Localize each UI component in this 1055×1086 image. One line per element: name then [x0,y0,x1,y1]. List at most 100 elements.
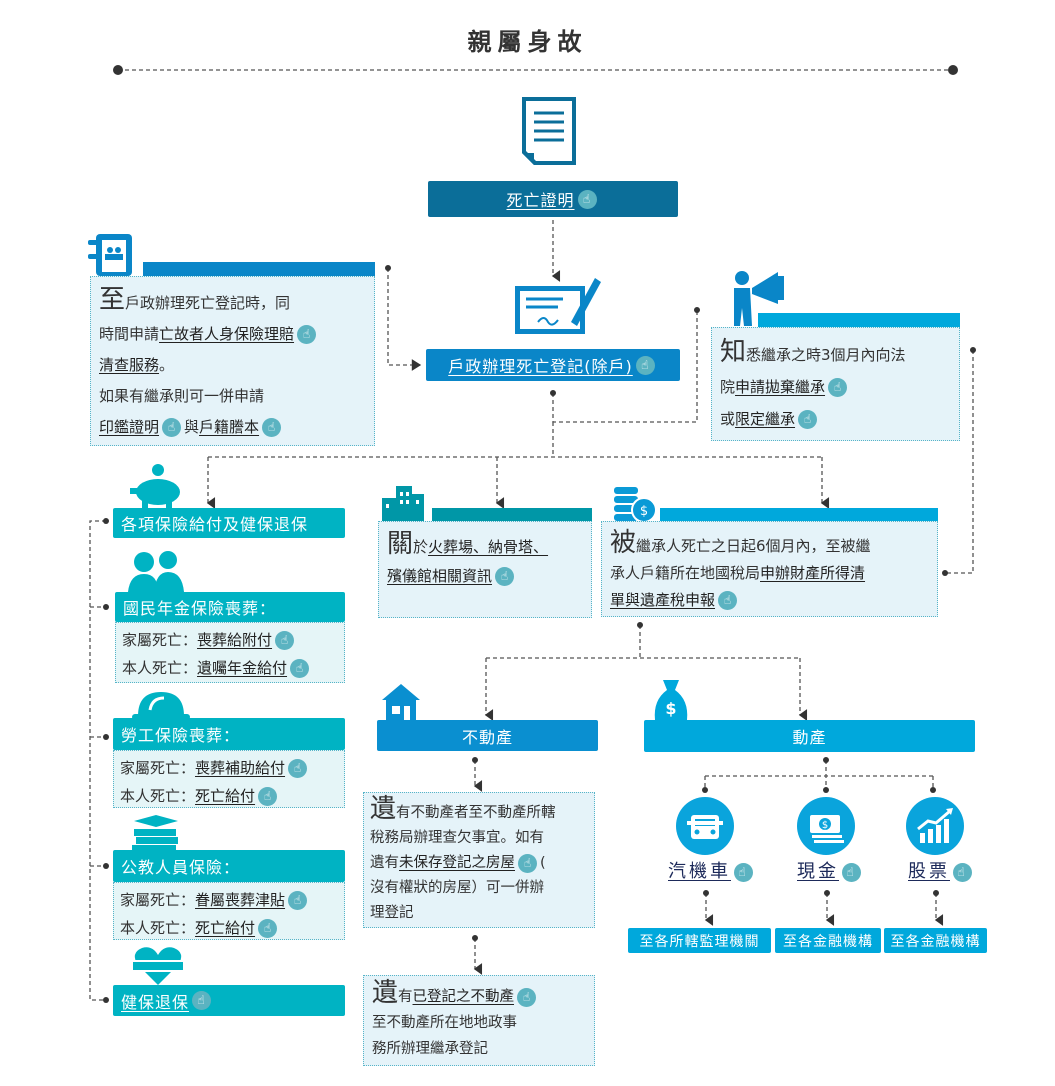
link[interactable]: 單與遺產稅申報 [610,591,716,609]
link[interactable]: 火葬場、納骨塔、 [428,538,549,556]
household-registration-link[interactable]: 戶政辦理死亡登記(除戶) [448,357,633,376]
house-icon [382,684,420,720]
hand-pointer-icon[interactable]: ☝ [258,787,278,806]
cash-link[interactable]: 現金 [797,861,839,882]
text-line: 或限定繼承☝ [720,403,951,435]
hand-pointer-icon[interactable]: ☝ [828,378,848,397]
link[interactable]: 戶籍謄本 [199,418,260,436]
nhi-withdraw-link[interactable]: 健保退保 [121,992,190,1012]
hand-pointer-icon[interactable]: ☝ [297,325,317,344]
cash-destination-label: 至各金融機構 [783,933,873,950]
movable-property-label: 動產 [792,728,827,747]
text-line: 承人戶籍所在地國稅局申辦財產所得清 [610,560,929,587]
text: 院 [720,378,736,396]
text: 本人死亡： [120,919,196,937]
link[interactable]: 限定繼承 [735,410,796,428]
stock-link[interactable]: 股票 [908,861,950,882]
text-line: 至戶政辦理死亡登記時，同 [99,285,366,319]
text-line: 家屬死亡：喪葬給附付☝ [122,626,338,654]
text-line: 稅務局辦理查欠事宜。如有 [370,826,588,851]
text: 家屬死亡： [120,891,196,909]
text: 於 [413,538,429,556]
text: 理登記 [370,905,414,921]
death-certificate-link[interactable]: 死亡證明 [506,191,575,210]
text: 遺有 [370,855,399,871]
hand-pointer-icon[interactable]: ☝ [288,891,308,910]
text: 有 [398,989,413,1005]
hand-pointer-icon[interactable]: ☝ [953,862,972,882]
hand-pointer-icon[interactable]: ☝ [275,631,295,650]
link[interactable]: 遺囑年金給付 [197,659,288,677]
text-line: 關於火葬場、納骨塔、 [387,530,583,562]
text: 戶政辦理死亡登記時，同 [125,294,291,312]
text-line: 時間申請亡故者人身保險理賠☝ [99,319,366,350]
text: 務所辦理繼承登記 [372,1041,488,1057]
hand-pointer-icon[interactable]: ☝ [258,919,278,938]
hand-pointer-icon[interactable]: ☝ [734,862,753,882]
link[interactable]: 喪葬補助給付 [195,759,286,777]
labor-insurance-title: 勞工保險喪葬： [121,726,241,745]
hand-pointer-icon[interactable]: ☝ [718,591,738,610]
insurance-main-bar: 各項保險給付及健保退保 [113,508,345,538]
link[interactable]: 亡故者人身保險理賠 [159,325,295,343]
hand-pointer-icon[interactable]: ☝ [798,410,818,429]
hand-pointer-icon[interactable]: ☝ [495,567,515,586]
link[interactable]: 印鑑證明 [99,418,160,436]
death-certificate-bar: 死亡證明☝ [428,181,678,217]
car-destination: 至各所轄監理機關 [628,928,771,953]
megaphone-icon [734,271,784,326]
link[interactable]: 申請拋棄繼承 [735,378,826,396]
hand-pointer-icon[interactable]: ☝ [262,418,282,437]
hand-pointer-icon[interactable]: ☝ [517,987,537,1007]
hand-pointer-icon[interactable]: ☝ [577,189,597,209]
hand-pointer-icon[interactable]: ☝ [842,862,861,882]
text: 本人死亡： [122,659,198,677]
civil-servant-insurance-title: 公教人員保險： [121,858,241,877]
hard-hat-icon [132,692,190,720]
link[interactable]: 眷屬喪葬津貼 [195,891,286,909]
hand-pointer-icon[interactable]: ☝ [635,355,655,375]
hand-pointer-icon[interactable]: ☝ [192,991,212,1010]
car-link[interactable]: 汽機車 [668,861,731,882]
cash-item: 現金☝ [797,857,864,883]
piggy-bank-icon [130,464,180,508]
text-line: 單與遺產稅申報☝ [610,587,929,614]
text: 知 [720,337,747,367]
link[interactable]: 申辦財產所得清 [760,564,866,582]
text: 或 [720,410,736,428]
real-estate-bar: 不動產 [377,720,598,751]
text: 本人死亡： [120,787,196,805]
link[interactable]: 死亡給付 [195,919,256,937]
hand-pointer-icon[interactable]: ☝ [290,659,310,678]
left-info-header [143,262,375,276]
text: 承人戶籍所在地國稅局 [610,564,761,582]
text: 遺 [370,794,397,824]
text: 與 [184,418,200,436]
link[interactable]: 已登記之不動產 [412,989,515,1005]
hand-pointer-icon[interactable]: ☝ [288,759,308,778]
text: 遺 [372,978,399,1008]
tax-info-box: 被繼承人死亡之日起6個月內，至被繼承人戶籍所在地國稅局申辦財產所得清單與遺產稅申… [601,521,938,617]
link[interactable]: 未保存登記之房屋 [399,855,515,871]
text-line: 印鑑證明☝與戶籍謄本☝ [99,412,366,443]
link[interactable]: 清查服務 [99,356,160,374]
link[interactable]: 喪葬給附付 [197,631,273,649]
link[interactable]: 殯儀館相關資訊 [387,567,493,585]
text-line: 至不動產所在地地政事 [372,1010,586,1036]
text: 至不動產所在地地政事 [372,1015,517,1031]
hand-pointer-icon[interactable]: ☝ [162,418,182,437]
money-bag-icon: $ [654,680,688,720]
stock-destination: 至各金融機構 [884,928,987,953]
household-registration-bar: 戶政辦理死亡登記(除戶)☝ [426,349,680,381]
stock-chart-icon [906,797,964,855]
civil-servant-insurance-box: 家屬死亡：眷屬喪葬津貼☝本人死亡：死亡給付☝ [113,882,345,940]
stock-destination-label: 至各金融機構 [890,933,981,950]
coins-icon: $ [614,487,657,523]
labor-insurance-header: 勞工保險喪葬： [113,718,345,750]
people-icon [128,551,184,592]
hand-pointer-icon[interactable]: ☝ [518,853,537,873]
link[interactable]: 死亡給付 [195,787,256,805]
text: 至 [99,285,126,315]
movable-property-bar: 動產 [644,720,975,752]
